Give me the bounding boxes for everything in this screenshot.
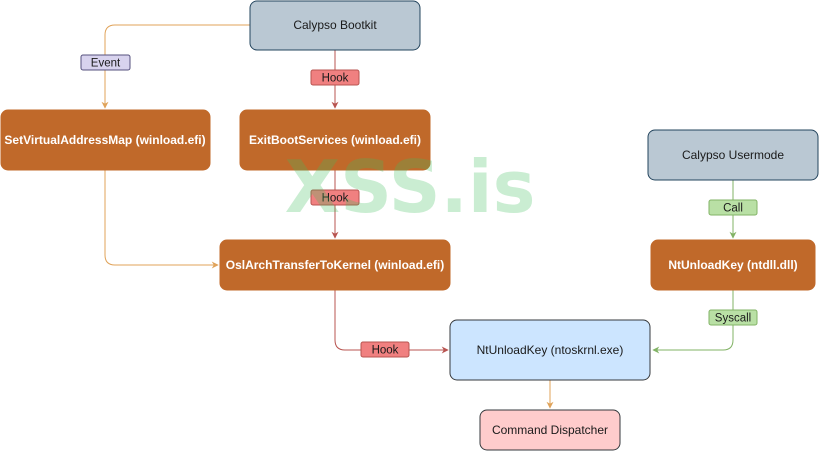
edge-label-call: Call: [708, 199, 758, 216]
node-label: SetVirtualAddressMap (winload.efi): [4, 133, 205, 147]
edge-label-text: Syscall: [715, 313, 751, 325]
edge-label-text: Call: [723, 203, 743, 215]
edge-label-hook-exit: Hook: [310, 189, 360, 206]
node-set-virtual-address-map: SetVirtualAddressMap (winload.efi): [0, 109, 211, 171]
node-calypso-usermode: Calypso Usermode: [647, 129, 819, 181]
node-label: Calypso Bootkit: [293, 18, 377, 32]
node-nt-unload-key-ntdll: NtUnloadKey (ntdll.dll): [650, 239, 816, 291]
edge-label-event: Event: [80, 54, 131, 71]
edge-hook-osl: [334, 290, 449, 354]
node-label: NtUnloadKey (ntdll.dll): [668, 258, 797, 272]
edge-label-text: Event: [91, 58, 121, 70]
node-osl-arch-transfer-to-kernel: OslArchTransferToKernel (winload.efi): [219, 239, 451, 291]
watermark-text: XSS.is: [285, 145, 536, 229]
edge-label-text: Hook: [372, 345, 399, 357]
edge-label-hook-osl: Hook: [360, 341, 410, 358]
edge-label-text: Hook: [322, 193, 349, 205]
node-exit-boot-services: ExitBootServices (winload.efi): [239, 109, 431, 171]
node-label: Command Dispatcher: [492, 423, 608, 437]
node-nt-unload-key-kernel: NtUnloadKey (ntoskrnl.exe): [449, 319, 651, 381]
node-label: ExitBootServices (winload.efi): [249, 133, 421, 147]
edge-event: [101, 24, 250, 109]
node-label: Calypso Usermode: [682, 148, 784, 162]
edge-label-hook-bootkit: Hook: [310, 69, 360, 86]
node-command-dispatcher: Command Dispatcher: [479, 409, 621, 451]
edge-label-syscall: Syscall: [708, 309, 758, 326]
node-label: NtUnloadKey (ntoskrnl.exe): [477, 343, 624, 357]
edge-syscall: [652, 290, 734, 354]
node-label: OslArchTransferToKernel (winload.efi): [226, 258, 444, 272]
edge-label-text: Hook: [322, 73, 349, 85]
edge-svam-to-osl: [104, 170, 219, 269]
node-calypso-bootkit: Calypso Bootkit: [249, 0, 421, 51]
